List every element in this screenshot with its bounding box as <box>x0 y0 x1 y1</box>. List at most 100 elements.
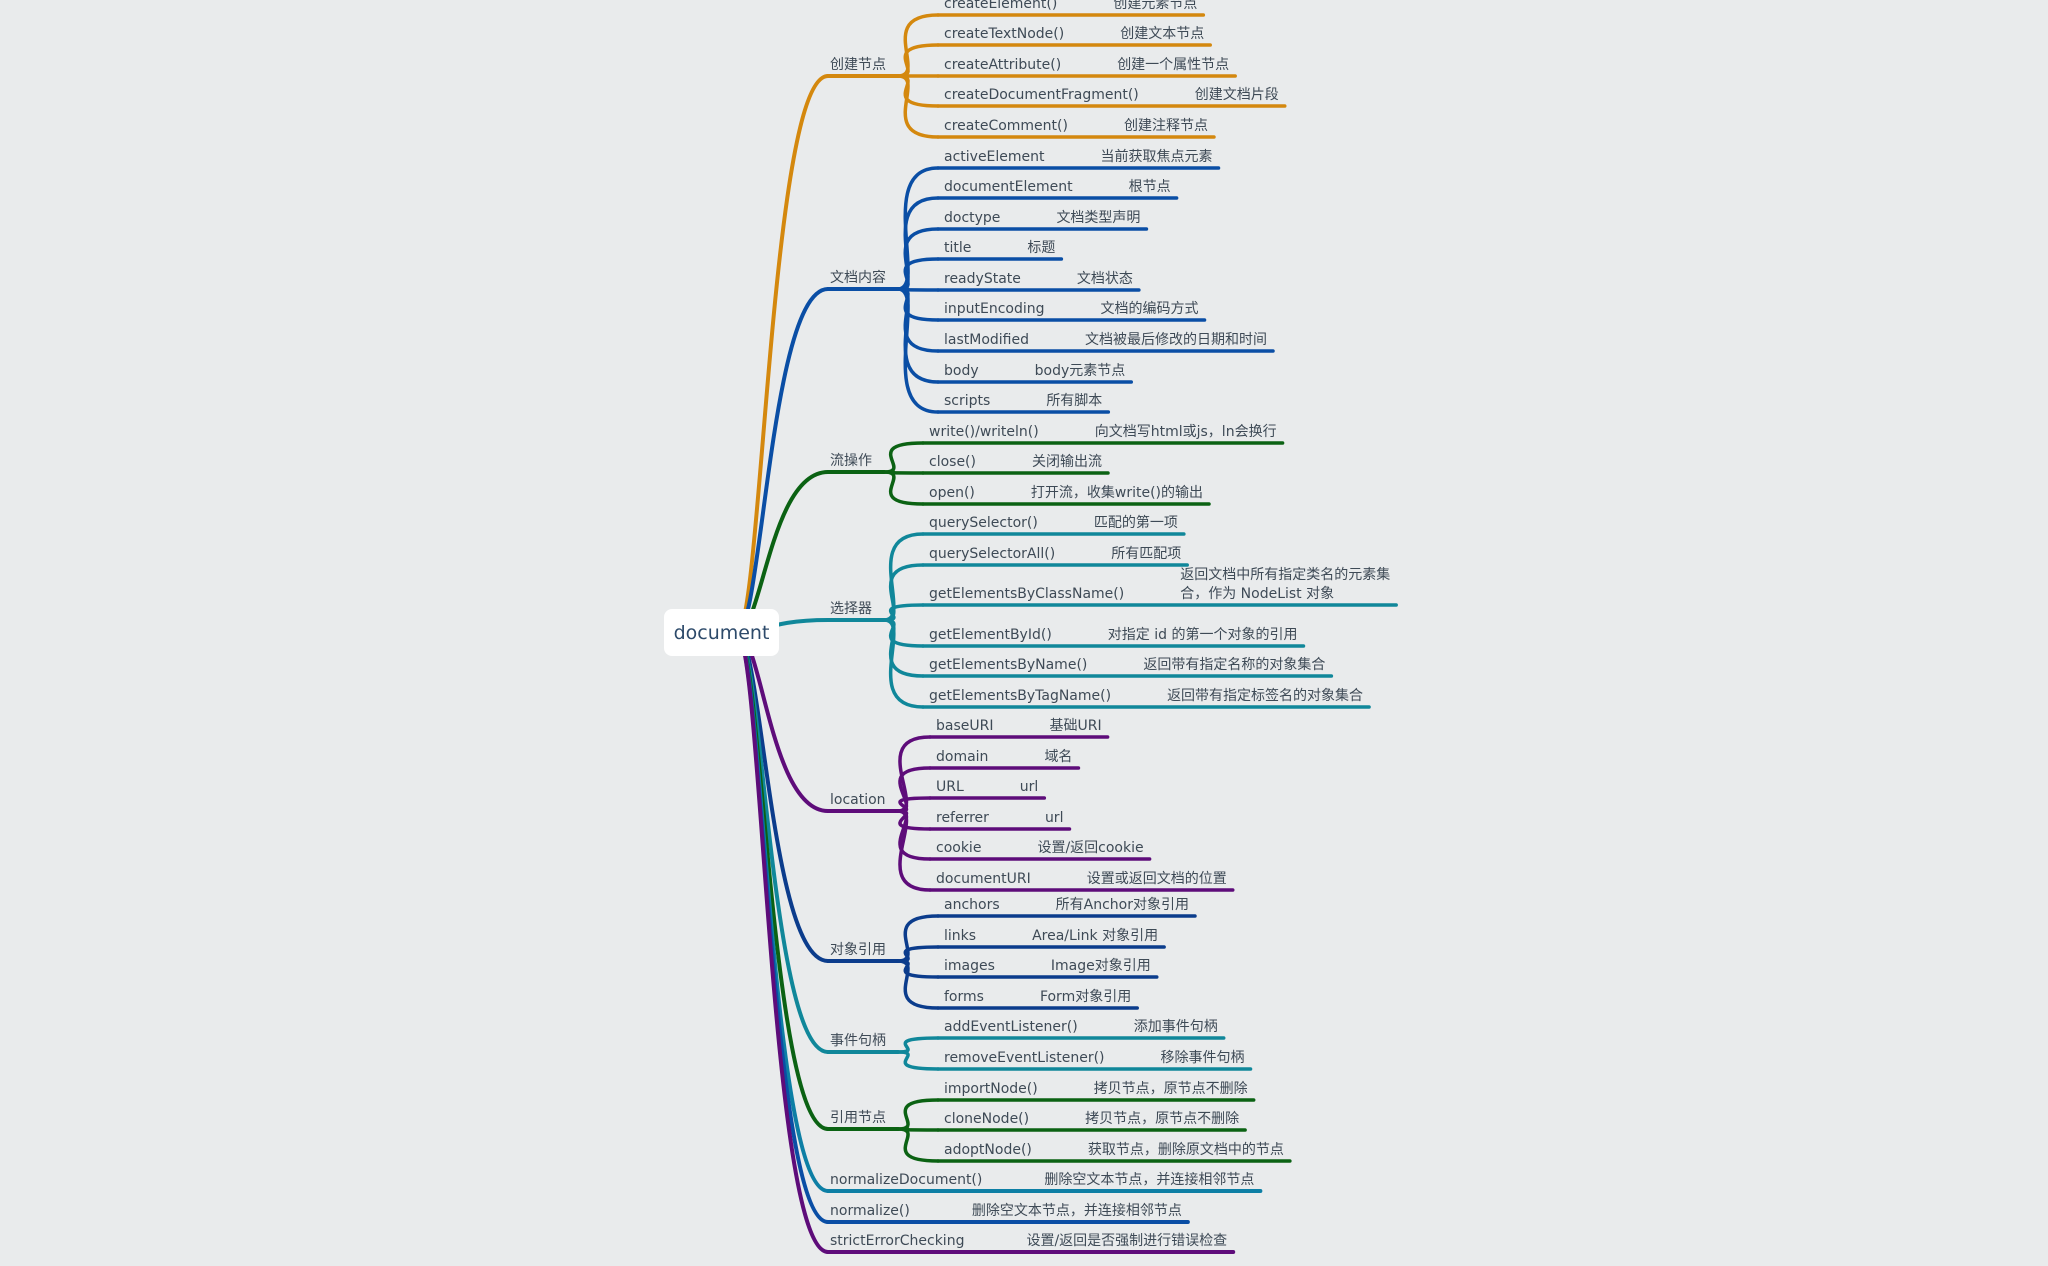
node-activeelement[interactable]: activeElement 当前获取焦点元素 <box>896 148 1221 291</box>
node-desc-write-writeln: 向文档写html或js，ln会换行 <box>1095 423 1277 440</box>
node-createdocumentfragment[interactable]: createDocumentFragment() 创建文档片段 <box>896 74 1287 108</box>
node-forms[interactable]: forms Form对象引用 <box>896 959 1139 1010</box>
node-addeventlistener[interactable]: addEventListener()添加事件句柄 <box>896 1019 1226 1054</box>
node-createcomment[interactable]: createComment() 创建注释节点 <box>896 74 1216 139</box>
node-name-url: URL <box>936 779 964 795</box>
node-createattribute[interactable]: createAttribute()创建一个属性节点 <box>896 57 1237 78</box>
node-getelementsbyname[interactable]: getElementsByName()返回带有指定名称的对象集合 <box>882 618 1334 678</box>
node-desc-getelementbyid: 对指定 id 的第一个对象的引用 <box>1108 626 1298 643</box>
connector-write-writeln <box>882 441 925 474</box>
node-desc-images: Image对象引用 <box>1051 958 1151 974</box>
branch-label-对象引用: 对象引用 <box>830 942 886 958</box>
connector-addeventlistener <box>896 1036 940 1054</box>
node-importnode[interactable]: importNode()拷贝节点，原节点不删除 <box>896 1081 1256 1131</box>
node-desc-title: 标题 <box>1027 240 1055 256</box>
node-desc-close: 关闭输出流 <box>1032 454 1102 470</box>
node-name-baseuri: baseURI <box>936 718 993 734</box>
branch-创建节点[interactable]: 创建节点 createElement()创建元素节点createTextNode(… <box>735 0 1287 635</box>
branch-label-创建节点: 创建节点 <box>830 57 886 73</box>
node-images[interactable]: images Image对象引用 <box>896 958 1159 979</box>
node-name-title: title <box>944 240 971 256</box>
node-desc-getelementsbyname: 返回带有指定名称的对象集合 <box>1143 656 1325 673</box>
node-desc-createcomment: 创建注释节点 <box>1124 118 1208 134</box>
node-write-writeln[interactable]: write()/writeln() 向文档写html或js，ln会换行 <box>882 423 1285 474</box>
node-name-write-writeln: write()/writeln() <box>929 424 1039 440</box>
node-name-importnode: importNode() <box>944 1081 1038 1097</box>
node-name-queryselector: querySelector() <box>929 515 1038 531</box>
branch-引用节点[interactable]: 引用节点 importNode()拷贝节点，原节点不删除cloneNode()拷贝… <box>735 631 1292 1163</box>
node-adoptnode[interactable]: adoptNode() 获取节点，删除原文档中的节点 <box>896 1127 1292 1163</box>
node-createelement[interactable]: createElement()创建元素节点 <box>896 0 1206 78</box>
node-name-anchors: anchors <box>944 897 1000 913</box>
node-name-getelementsbytagname: getElementsByTagName() <box>929 688 1111 704</box>
node-title[interactable]: title 标题 <box>896 240 1064 291</box>
node-desc-baseuri: 基础URI <box>1049 717 1101 734</box>
node-desc-scripts: 所有脚本 <box>1046 393 1102 409</box>
node-getelementsbyclassname[interactable]: getElementsByClassName()返回文档中所有指定类名的元素集合… <box>882 566 1398 622</box>
node-desc-activeelement: 当前获取焦点元素 <box>1101 148 1213 165</box>
node-domain[interactable]: domain 域名 <box>895 749 1081 813</box>
connector-scripts <box>896 287 940 414</box>
branch-label-文档内容: 文档内容 <box>830 269 886 286</box>
node-desc-open: 打开流，收集write()的输出 <box>1031 484 1203 501</box>
branch-流操作[interactable]: 流操作 write()/writeln() 向文档写html或js，ln会换行 clo… <box>735 423 1285 635</box>
branch-label-normalizedocument: normalizeDocument() <box>830 1172 982 1188</box>
node-name-queryselectorall: querySelectorAll() <box>929 546 1055 562</box>
node-name-images: images <box>944 958 995 974</box>
node-desc-adoptnode: 获取节点，删除原文档中的节点 <box>1088 1142 1284 1158</box>
node-name-activeelement: activeElement <box>944 149 1045 165</box>
node-name-createdocumentfragment: createDocumentFragment() <box>944 87 1139 103</box>
node-name-scripts: scripts <box>944 393 990 409</box>
connector-importnode <box>896 1098 940 1131</box>
branch-label-引用节点: 引用节点 <box>830 1110 886 1126</box>
node-scripts[interactable]: scripts 所有脚本 <box>896 287 1111 414</box>
root-node[interactable]: document <box>664 609 779 656</box>
node-desc-referrer: url <box>1045 810 1064 826</box>
branch-文档内容[interactable]: 文档内容 activeElement 当前获取焦点元素 documentElement… <box>735 148 1275 635</box>
node-desc-forms: Form对象引用 <box>1040 989 1131 1005</box>
node-removeeventlistener[interactable]: removeEventListener()移除事件句柄 <box>896 1050 1253 1071</box>
node-open[interactable]: open() 打开流，收集write()的输出 <box>882 470 1211 506</box>
node-desc-doctype: 文档类型声明 <box>1056 210 1140 226</box>
connector-adoptnode <box>896 1127 940 1163</box>
branch-label-location: location <box>830 792 886 808</box>
node-name-domain: domain <box>936 749 988 765</box>
connector-createcomment <box>896 74 940 139</box>
node-desc-lastmodified: 文档被最后修改的日期和时间 <box>1085 332 1267 348</box>
node-createtextnode[interactable]: createTextNode()创建文本节点 <box>896 26 1212 78</box>
node-name-createelement: createElement() <box>944 0 1057 12</box>
node-getelementbyid[interactable]: getElementById()对指定 id 的第一个对象的引用 <box>882 618 1306 648</box>
node-close[interactable]: close()关闭输出流 <box>882 454 1110 475</box>
branch-desc-stricterrorchecking: 设置/返回是否强制进行错误检查 <box>1026 1233 1227 1249</box>
connector-removeeventlistener <box>896 1050 940 1071</box>
node-desc-body: body元素节点 <box>1035 363 1126 379</box>
node-desc-inputencoding: 文档的编码方式 <box>1101 301 1199 317</box>
branch-desc-normalizedocument: 删除空文本节点，并连接相邻节点 <box>1044 1171 1254 1188</box>
node-name-forms: forms <box>944 989 984 1005</box>
node-clonenode[interactable]: cloneNode()拷贝节点，原节点不删除 <box>896 1111 1247 1132</box>
node-name-createcomment: createComment() <box>944 118 1068 134</box>
node-getelementsbytagname[interactable]: getElementsByTagName()返回带有指定标签名的对象集合 <box>882 618 1371 709</box>
node-name-open: open() <box>929 485 975 501</box>
node-name-getelementsbyclassname: getElementsByClassName() <box>929 586 1124 602</box>
node-queryselectorall[interactable]: querySelectorAll() 所有匹配项 <box>882 546 1189 622</box>
branch-label-流操作: 流操作 <box>830 453 872 469</box>
node-desc-readystate: 文档状态 <box>1077 271 1133 287</box>
node-desc-domain: 域名 <box>1044 749 1072 765</box>
connector-getelementsbytagname <box>882 618 925 709</box>
branch-选择器[interactable]: 选择器querySelector()匹配的第一项querySelectorAll… <box>735 514 1398 709</box>
node-desc-createdocumentfragment: 创建文档片段 <box>1195 87 1279 103</box>
node-name-adoptnode: adoptNode() <box>944 1142 1032 1158</box>
node-desc-queryselectorall: 所有匹配项 <box>1111 546 1181 562</box>
